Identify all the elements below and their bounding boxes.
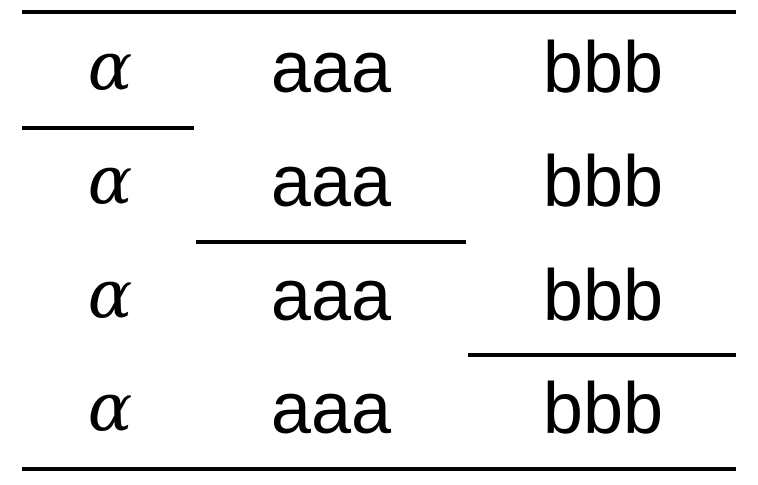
table-cell-r3-c3: bbb: [542, 256, 664, 336]
table-cell-r4-c2: aaa: [270, 369, 392, 449]
table-cell-r1-c3: bbb: [542, 28, 664, 108]
table-cell-r4-c1: α: [87, 369, 133, 446]
partial-rule-column-2: [196, 240, 466, 244]
table-cell-r2-c3: bbb: [542, 142, 664, 222]
table-cell-r1-c1: α: [87, 28, 133, 105]
bottom-rule: [22, 467, 736, 471]
partial-rule-column-1: [22, 126, 194, 130]
table-cell-r1-c2: aaa: [270, 28, 392, 108]
table-cell-r3-c1: α: [87, 256, 133, 333]
table-cell-r2-c2: aaa: [270, 142, 392, 222]
table-cell-r4-c3: bbb: [542, 369, 664, 449]
table-cell-r3-c2: aaa: [270, 256, 392, 336]
partial-rule-column-3: [468, 353, 736, 357]
table-cell-r2-c1: α: [87, 142, 133, 219]
top-rule: [22, 10, 736, 14]
